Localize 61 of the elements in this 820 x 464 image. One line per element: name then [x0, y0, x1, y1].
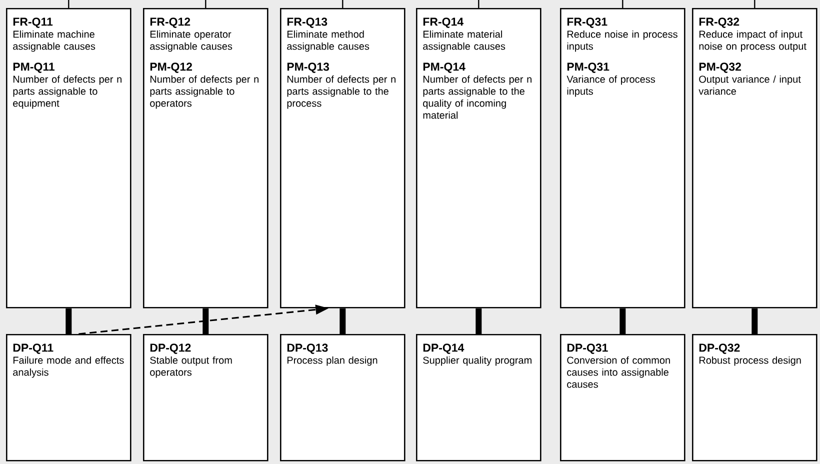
connector-bar	[476, 308, 482, 334]
requirement-box	[6, 8, 132, 308]
box-text: Reduce noise in process inputs	[567, 30, 678, 52]
box-heading: FR-Q11	[13, 18, 53, 28]
connector-line	[68, 0, 70, 8]
box-text: Eliminate operator assignable causes	[150, 30, 232, 52]
design-parameter-box	[416, 334, 542, 462]
box-text: Variance of process inputs	[566, 75, 656, 97]
box-text: Output variance / input variance	[698, 75, 801, 95]
box-heading: DP-Q12	[150, 344, 191, 354]
box-text: Number of defects per n parts assignable to equipment	[13, 75, 122, 109]
box-heading: PM-Q12	[150, 62, 192, 73]
design-parameter-box	[6, 334, 132, 462]
box-text: Number of defects per n parts assignable to the process	[287, 75, 396, 109]
box-text: Failure mode and effects analysis	[13, 356, 124, 378]
box-text: Eliminate machine assignable causes	[13, 30, 96, 52]
box-heading: PM-Q13	[287, 62, 330, 73]
design-parameter-box	[143, 334, 268, 462]
connector-line	[478, 0, 480, 8]
requirement-box	[416, 8, 542, 308]
requirement-box	[560, 8, 686, 308]
requirement-box	[692, 8, 818, 308]
connector-line	[622, 0, 624, 8]
box-text: Eliminate material assignable causes	[423, 30, 506, 52]
box-heading: PM-Q14	[423, 62, 466, 73]
box-heading: FR-Q14	[423, 18, 464, 28]
box-heading: DP-Q31	[567, 344, 608, 354]
box-text: Reduce impact of input noise on process output	[699, 30, 806, 52]
connector-line	[205, 0, 206, 8]
box-heading: FR-Q12	[150, 18, 190, 28]
connector-bar	[620, 308, 626, 334]
box-text: Conversion of common causes into assignable causes	[567, 356, 670, 388]
box-heading: PM-Q32	[699, 62, 741, 73]
box-heading: DP-Q32	[699, 344, 740, 354]
connector-bar	[752, 308, 758, 334]
box-heading: DP-Q14	[423, 344, 464, 354]
box-heading: PM-Q31	[567, 62, 610, 73]
dashed-arrow	[78, 304, 329, 335]
box-heading: FR-Q32	[699, 18, 740, 28]
connector-bar	[66, 308, 72, 334]
box-heading: FR-Q31	[567, 18, 608, 28]
box-heading: DP-Q13	[287, 344, 328, 354]
requirement-box	[280, 8, 406, 308]
box-heading: PM-Q11	[13, 62, 54, 73]
box-text: Supplier quality program	[423, 356, 532, 366]
box-text: Number of defects per n parts assignable to operators	[150, 75, 258, 109]
connector-bar	[202, 308, 209, 334]
box-heading: DP-Q11	[13, 344, 54, 354]
design-parameter-box	[692, 334, 818, 462]
box-heading: FR-Q13	[287, 18, 328, 28]
box-text: Number of defects per n parts assignable to the quality of incoming material	[423, 75, 532, 119]
connector-line	[754, 0, 756, 8]
box-text: Eliminate method assignable causes	[287, 30, 370, 52]
design-parameter-box	[280, 334, 406, 462]
connector-bar	[340, 308, 346, 334]
box-text: Process plan design	[287, 356, 378, 366]
box-text: Robust process design	[699, 356, 801, 366]
requirement-box	[143, 8, 268, 308]
design-parameter-box	[560, 334, 686, 462]
connector-line	[342, 0, 344, 8]
box-text: Stable output from operators	[150, 356, 232, 378]
